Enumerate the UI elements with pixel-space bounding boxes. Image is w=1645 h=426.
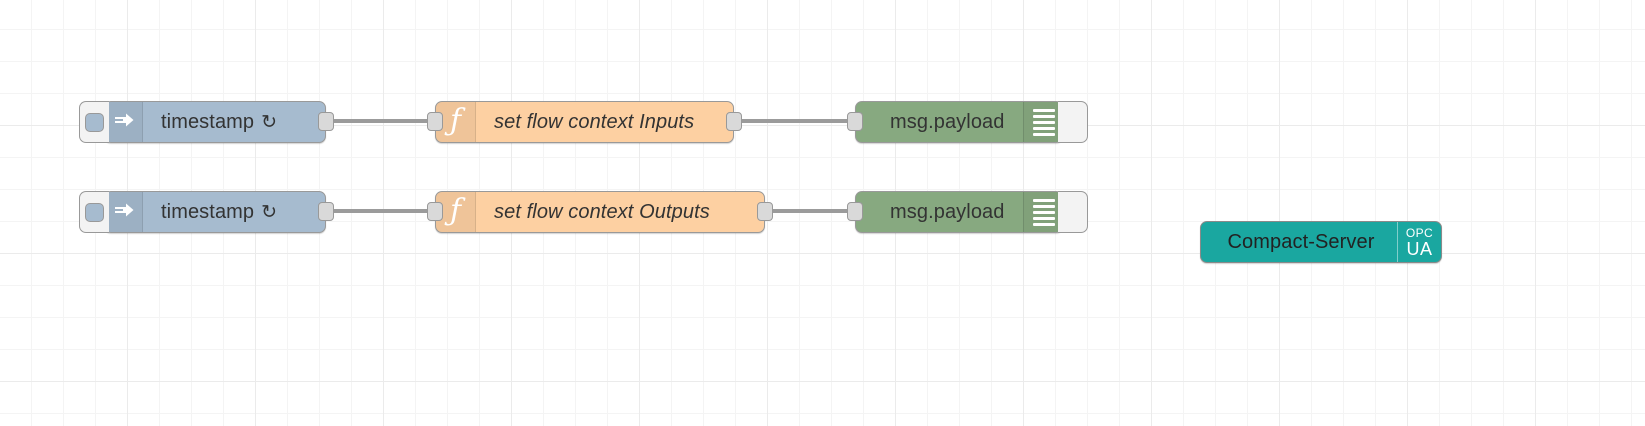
debug-bars xyxy=(1033,198,1055,226)
debug-bars xyxy=(1033,108,1055,136)
opcua-node-label: Compact-Server xyxy=(1227,230,1375,253)
debug-lines-icon xyxy=(1022,192,1065,232)
wire-function-to-debug-2[interactable] xyxy=(765,209,855,213)
inject-node-timestamp-1[interactable]: timestamp ↻ xyxy=(79,101,334,143)
input-port[interactable] xyxy=(427,202,443,221)
output-port[interactable] xyxy=(318,112,334,131)
function-glyph: ƒ xyxy=(449,193,462,228)
inject-label-text: timestamp xyxy=(161,110,255,133)
wire-function-to-debug-1[interactable] xyxy=(734,119,855,123)
debug-bar xyxy=(1033,216,1055,220)
debug-bar xyxy=(1033,222,1055,226)
function-node-label: set flow context Outputs xyxy=(494,200,710,223)
debug-node-msg-payload-2[interactable]: msg.payload xyxy=(847,191,1088,233)
arrow-right-icon xyxy=(105,102,143,142)
debug-bar xyxy=(1033,108,1055,112)
arrow-right-icon xyxy=(105,192,143,232)
opc-ua-icon-bottom-text: UA xyxy=(1406,238,1433,259)
opc-ua-icon: OPC UA xyxy=(1397,222,1441,262)
debug-bar xyxy=(1033,120,1055,124)
inject-button-inner xyxy=(85,112,104,132)
debug-lines-icon xyxy=(1022,102,1065,142)
debug-node-label: msg.payload xyxy=(890,200,1005,223)
inject-node-label: timestamp ↻ xyxy=(143,102,325,142)
input-port[interactable] xyxy=(427,112,443,131)
wire-inject-to-function-2[interactable] xyxy=(326,209,435,213)
function-node-set-flow-context-inputs[interactable]: ƒ set flow context Inputs xyxy=(427,101,742,143)
debug-node-label: msg.payload xyxy=(890,110,1005,133)
opc-ua-icon-top-text: OPC xyxy=(1405,225,1434,240)
opcua-compact-server-node[interactable]: Compact-Server OPC UA xyxy=(1200,221,1442,263)
output-port[interactable] xyxy=(757,202,773,221)
repeat-icon: ↻ xyxy=(261,201,278,223)
inject-label-text: timestamp xyxy=(161,200,255,223)
inject-button-inner xyxy=(85,202,104,222)
debug-enable-toggle-button[interactable] xyxy=(1058,191,1088,233)
debug-bar xyxy=(1033,210,1055,214)
inject-node-label: timestamp ↻ xyxy=(143,192,325,232)
inject-node-timestamp-2[interactable]: timestamp ↻ xyxy=(79,191,334,233)
inject-trigger-button[interactable] xyxy=(79,101,109,143)
debug-bar xyxy=(1033,114,1055,118)
input-port[interactable] xyxy=(847,202,863,221)
function-node-set-flow-context-outputs[interactable]: ƒ set flow context Outputs xyxy=(427,191,773,233)
debug-bar xyxy=(1033,126,1055,130)
debug-node-msg-payload-1[interactable]: msg.payload xyxy=(847,101,1088,143)
input-port[interactable] xyxy=(847,112,863,131)
wire-inject-to-function-1[interactable] xyxy=(326,119,435,123)
debug-enable-toggle-button[interactable] xyxy=(1058,101,1088,143)
debug-bar xyxy=(1033,132,1055,136)
repeat-icon: ↻ xyxy=(261,111,278,133)
function-node-label: set flow context Inputs xyxy=(494,110,695,133)
debug-bar xyxy=(1033,198,1055,202)
output-port[interactable] xyxy=(726,112,742,131)
function-glyph: ƒ xyxy=(449,103,462,138)
output-port[interactable] xyxy=(318,202,334,221)
inject-trigger-button[interactable] xyxy=(79,191,109,233)
debug-bar xyxy=(1033,204,1055,208)
